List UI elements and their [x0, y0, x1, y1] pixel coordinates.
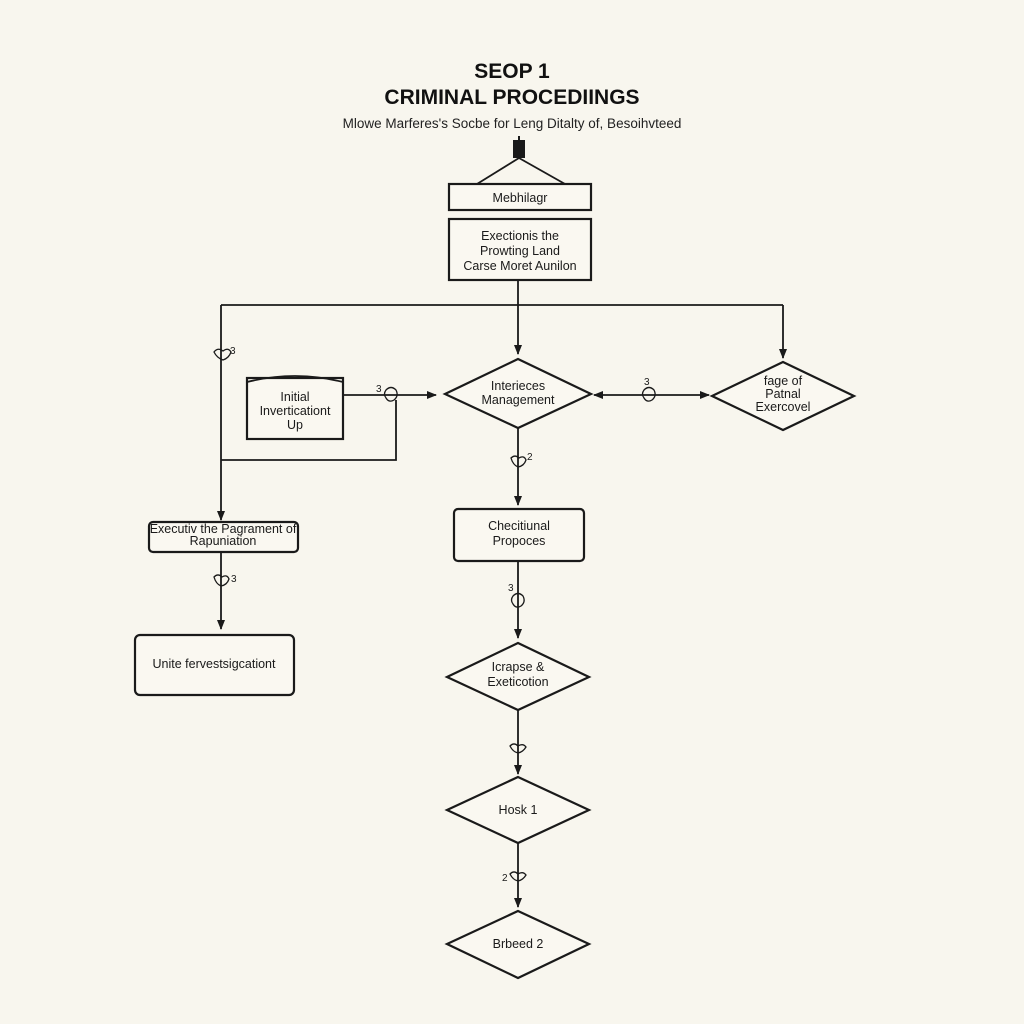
- edge-label-hosk-down: 2: [502, 873, 508, 884]
- node-initial: Initial Inverticationt Up: [245, 375, 345, 441]
- edge-label-initial-to-center: 3: [376, 384, 382, 395]
- node-mebhilagr-label: Mebhilagr: [493, 191, 548, 205]
- node-right-line1: fage of: [764, 374, 803, 388]
- node-initial-line3: Up: [287, 418, 303, 432]
- hand-icon-initial: [383, 386, 398, 402]
- node-interieces-line2: Management: [482, 393, 555, 407]
- edge-label-center-to-right: 3: [644, 377, 650, 388]
- node-hosk-diamond: Hosk 1: [444, 775, 592, 845]
- hand-icon-left-top: [213, 348, 232, 361]
- node-brbeed-diamond: Brbeed 2: [444, 909, 592, 980]
- node-exectionis: Exectionis the Prowting Land Carse Moret…: [447, 217, 593, 282]
- node-interieces-diamond: Interieces Management: [442, 357, 594, 430]
- edge-label-checitional-down: 3: [508, 583, 514, 594]
- node-unite-label: Unite fervestsigcationt: [153, 657, 277, 671]
- node-icrapse-diamond: Icrapse & Exeticotion: [444, 641, 592, 712]
- node-right-diamond: fage of Patnal Exercovel: [709, 360, 857, 432]
- edge-label-left-down: 3: [231, 574, 237, 585]
- node-executiv-line2: Rapuniation: [190, 534, 257, 548]
- hand-icon-center-down: [510, 455, 527, 468]
- roof-right-line: [518, 157, 566, 185]
- node-initial-line2: Inverticationt: [260, 404, 331, 418]
- node-icrapse-line1: Icrapse &: [492, 660, 545, 674]
- node-unite: Unite fervestsigcationt: [133, 633, 296, 697]
- node-right-line3: Exercovel: [756, 400, 811, 414]
- node-checitional-line1: Checitiunal: [488, 519, 550, 533]
- hand-icon-center-right: [641, 386, 656, 402]
- roof-left-line: [476, 157, 520, 185]
- node-right-line2: Patnal: [765, 387, 800, 401]
- node-brbeed-label: Brbeed 2: [493, 937, 544, 951]
- node-icrapse-line2: Exeticotion: [487, 675, 548, 689]
- node-checitional-line2: Propoces: [493, 534, 546, 548]
- connector-plug-icon: [513, 136, 525, 158]
- node-exectionis-line3: Carse Moret Aunilon: [463, 259, 576, 273]
- node-executiv: Executiv the Pagrament of Rapuniation: [147, 520, 300, 554]
- diagram-title-line1: SEOP 1: [474, 60, 550, 83]
- node-checitional: Checitiunal Propoces: [452, 507, 586, 563]
- hand-icon-hosk-down: [509, 871, 527, 882]
- node-hosk-label: Hosk 1: [499, 803, 538, 817]
- edge-initial-loop: [221, 400, 397, 461]
- diagram-subtitle: Mlowe Marferes's Socbe for Leng Ditalty …: [343, 116, 682, 131]
- node-exectionis-line1: Exectionis the: [481, 229, 559, 243]
- edge-label-left-vertical: 3: [230, 346, 236, 357]
- node-executiv-line1: Executiv the Pagrament of: [150, 522, 297, 536]
- edge-label-center-down: 2: [527, 452, 533, 463]
- node-interieces-line1: Interieces: [491, 379, 545, 393]
- node-mebhilagr: Mebhilagr: [447, 182, 593, 212]
- node-exectionis-line2: Prowting Land: [480, 244, 560, 258]
- hand-icon-left-down: [213, 574, 230, 587]
- node-initial-line1: Initial: [280, 390, 309, 404]
- hand-icon-checitional-down: [510, 592, 525, 608]
- hand-icon-icrapse-down: [509, 743, 527, 754]
- diagram-title-line2: CRIMINAL PROCEDIINGS: [384, 86, 639, 109]
